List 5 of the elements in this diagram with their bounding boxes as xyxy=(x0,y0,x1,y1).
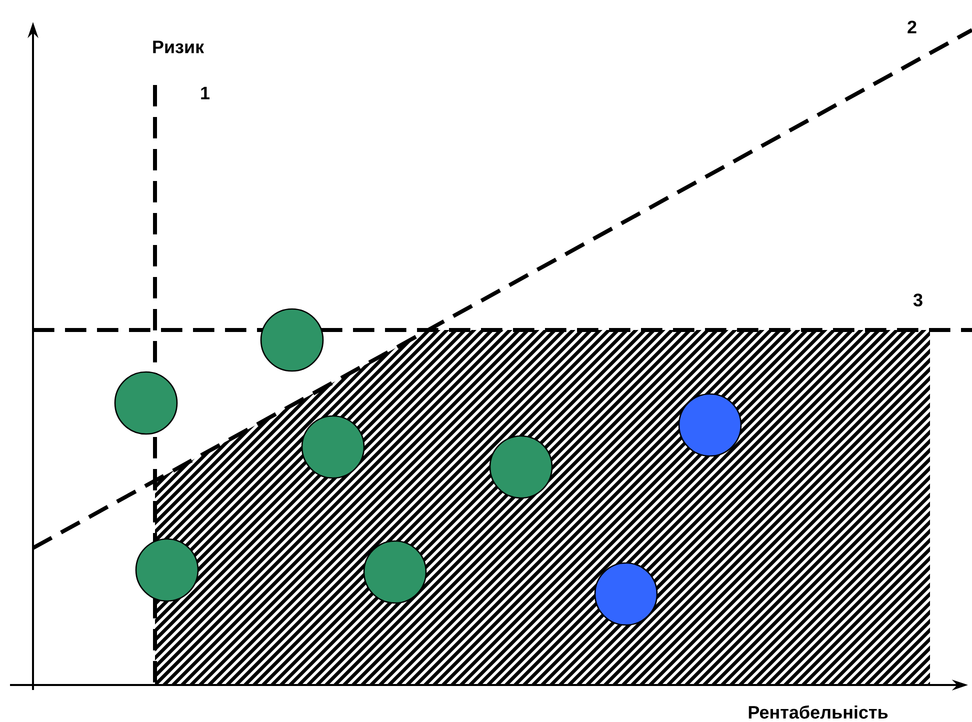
line-number: 2 xyxy=(908,20,916,34)
axis-label: Ризик xyxy=(153,40,204,54)
axis-label: Рентабельність xyxy=(748,705,888,719)
line-number: 3 xyxy=(913,294,922,306)
line-number: 1 xyxy=(201,86,210,100)
